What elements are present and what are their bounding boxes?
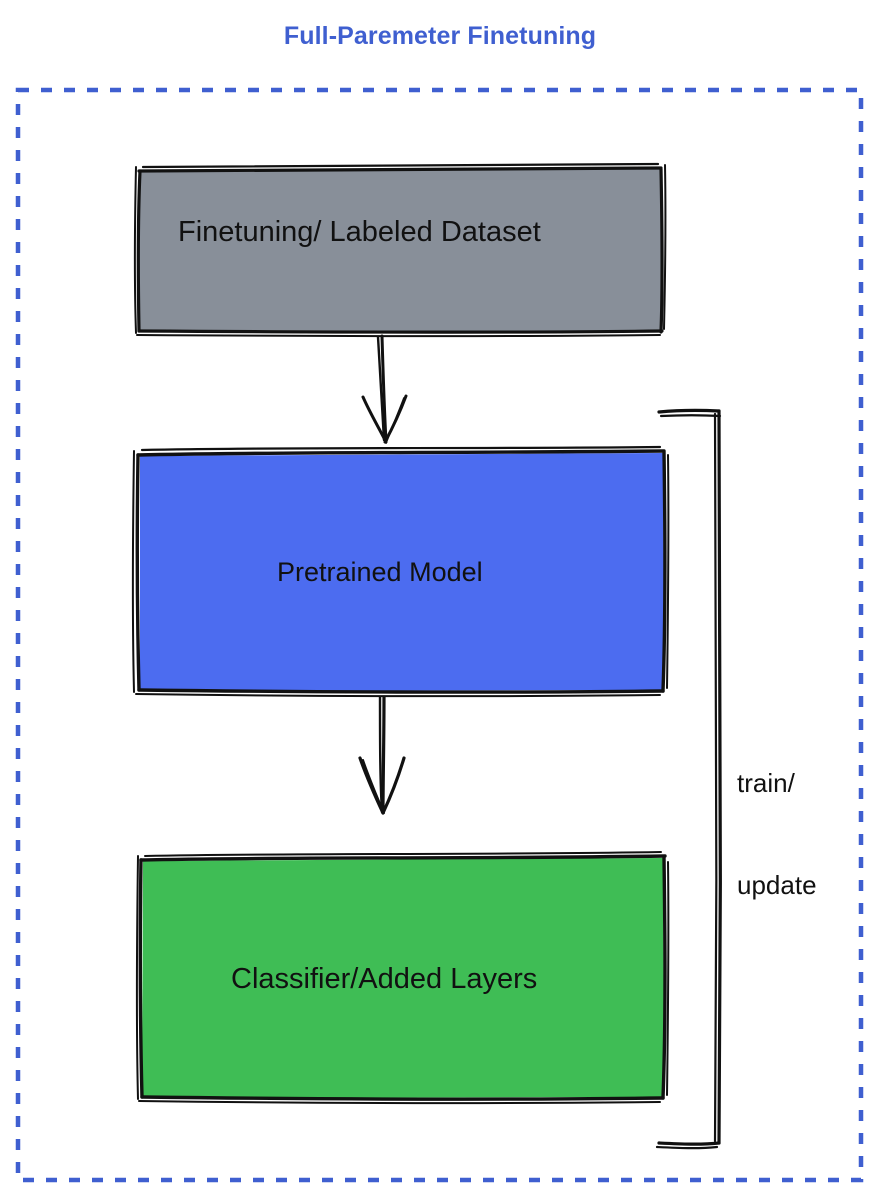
node-dataset-edge-right-b	[663, 164, 667, 330]
node-pretrained-edge-left-a	[135, 453, 141, 692]
arrow2-shaft-b	[378, 695, 384, 814]
node-dataset-edge-bottom-b	[136, 334, 661, 338]
arrow2-shaft-a	[381, 695, 386, 814]
dashed-container-rect	[15, 87, 864, 1183]
loop-bottom-segment-a	[657, 1141, 721, 1146]
node-dataset-edge-top-a	[137, 166, 663, 173]
node-pretrained-edge-right-b	[666, 454, 670, 689]
node-dataset-edge-bottom-a	[137, 329, 664, 334]
page-title: Full-Paremeter Finetuning	[283, 22, 597, 50]
arrow1-shaft-b	[376, 335, 386, 442]
arrow2-head-right	[381, 756, 406, 815]
node-dataset[interactable]	[133, 162, 667, 338]
node-classifier-edge-top-b	[144, 851, 662, 857]
node-pretrained-edge-left-b	[131, 450, 135, 693]
arrow2-head-left	[358, 756, 385, 815]
loop-bottom-segment-b	[655, 1145, 719, 1150]
node-dataset-fill	[139, 169, 662, 331]
node-classifier-fill	[142, 858, 664, 1098]
node-pretrained-edge-right-a	[661, 450, 667, 693]
node-classifier-edge-bottom-a	[140, 1095, 665, 1101]
node-pretrained-edge-top-a	[136, 449, 666, 457]
node-classifier-edge-top-a	[139, 854, 667, 862]
node-dataset-edge-left-a	[136, 169, 142, 333]
arrow-dataset-to-pretrained	[361, 334, 408, 444]
node-classifier-edge-bottom-b	[138, 1100, 661, 1105]
arrow-pretrained-to-classifier	[358, 695, 406, 815]
node-classifier-edge-right-b	[666, 861, 670, 1096]
node-classifier-edge-right-a	[661, 856, 667, 1100]
node-pretrained[interactable]	[131, 445, 670, 698]
node-pretrained-edge-bottom-a	[137, 688, 665, 694]
arrow1-head-left	[361, 395, 388, 444]
node-pretrained-edge-bottom-b	[135, 693, 661, 698]
node-dataset-edge-top-b	[141, 162, 660, 169]
arrow2-head-left-b	[362, 759, 385, 814]
node-classifier-edge-left-a	[138, 858, 144, 1099]
loop-top-segment-a	[657, 408, 721, 414]
node-dataset-edge-right-a	[659, 167, 664, 334]
node-classifier[interactable]	[135, 851, 670, 1105]
node-classifier-edge-left-b	[135, 855, 139, 1100]
node-pretrained-fill	[140, 453, 664, 691]
node-dataset-edge-left-b	[133, 166, 137, 334]
loop-vertical-segment-b	[713, 412, 718, 1143]
arrow1-head-right-b	[385, 397, 405, 444]
dashed-container-frame	[15, 87, 864, 1183]
edge-train-update-loop	[655, 408, 723, 1150]
node-pretrained-edge-top-b	[140, 445, 662, 452]
arrow1-shaft-a	[380, 334, 388, 443]
loop-vertical-segment-a	[717, 409, 723, 1145]
loop-top-segment-b	[659, 414, 722, 418]
